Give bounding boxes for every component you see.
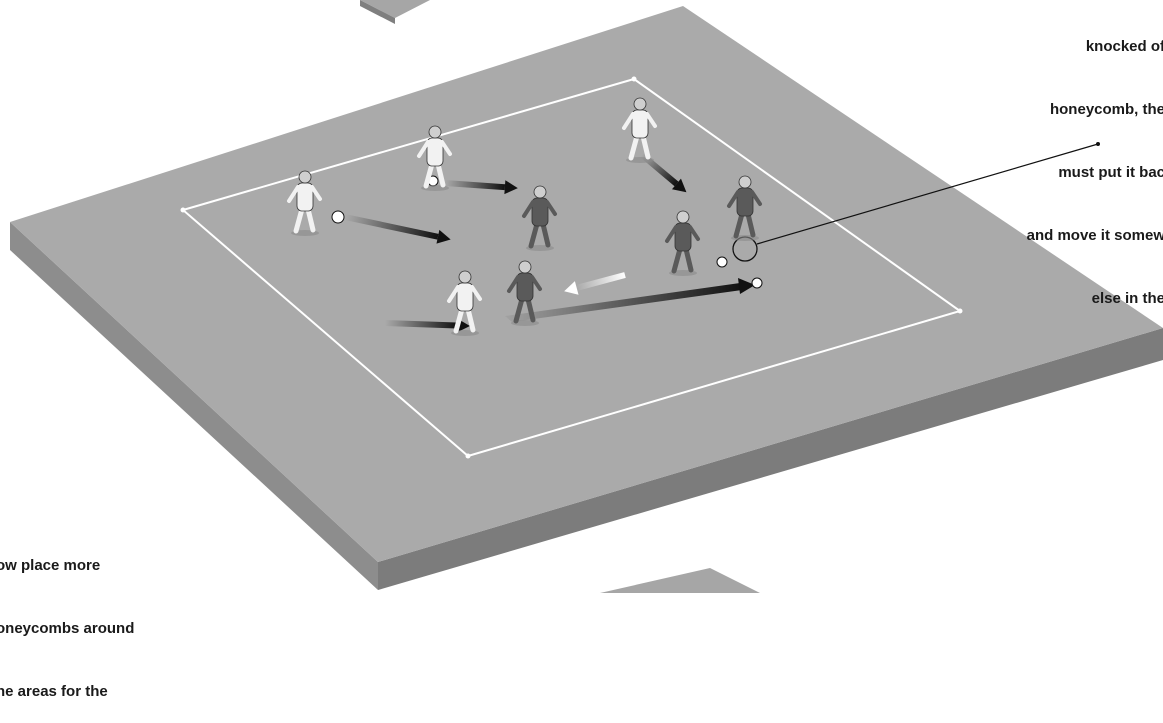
callout-line: honeycomb, the [1027, 99, 1163, 120]
ball [717, 257, 727, 267]
platform-lower-fragment [600, 568, 760, 593]
platform-upper-fragment [360, 0, 430, 24]
drill-diagram [0, 0, 1163, 593]
callout-line: he areas for the [0, 681, 134, 702]
callout-line: oneycombs around [0, 618, 134, 639]
callout-line: ow place more [0, 555, 134, 576]
callout-line: else in the [1027, 288, 1163, 309]
callout-progression: ow place more oneycombs around he areas … [0, 513, 134, 723]
callout-honeycomb-rule: knocked of honeycomb, the must put it ba… [1027, 0, 1163, 330]
ball [752, 278, 762, 288]
ball [332, 211, 344, 223]
callout-line: knocked of [1027, 36, 1163, 57]
callout-line: and move it somew [1027, 225, 1163, 246]
callout-line: must put it bac [1027, 162, 1163, 183]
